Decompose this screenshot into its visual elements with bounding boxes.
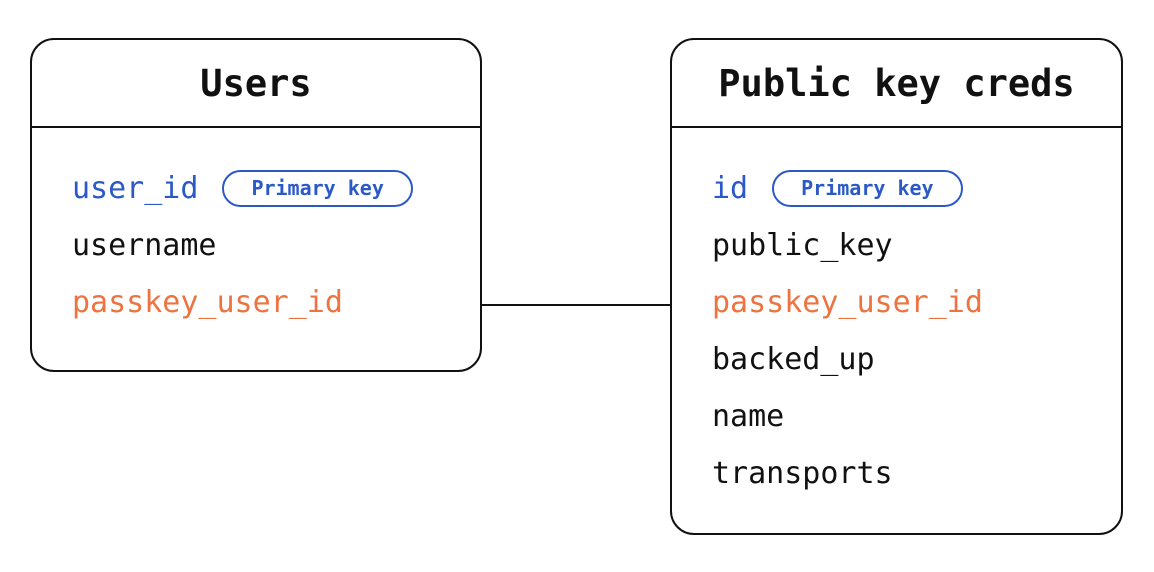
public-key-creds-table-title: Public key creds [718, 61, 1075, 105]
field-name: user_id [72, 171, 199, 206]
field-row-username: username [32, 217, 480, 274]
public-key-creds-table-header: Public key creds [672, 40, 1121, 128]
public-key-creds-table-body: id Primary key public_key passkey_user_i… [672, 128, 1121, 502]
primary-key-badge: Primary key [222, 170, 413, 207]
field-name: id [712, 171, 749, 206]
users-table-title: Users [200, 61, 312, 105]
field-row-user-id: user_id Primary key [32, 160, 480, 217]
users-table-header: Users [32, 40, 480, 128]
field-name: passkey_user_id [712, 285, 983, 320]
field-name: backed_up [712, 342, 875, 377]
field-row-passkey-user-id: passkey_user_id [32, 274, 480, 331]
users-table-body: user_id Primary key username passkey_use… [32, 128, 480, 331]
field-name: public_key [712, 228, 893, 263]
field-row-passkey-user-id: passkey_user_id [672, 274, 1121, 331]
field-row-transports: transports [672, 445, 1121, 502]
field-row-id: id Primary key [672, 160, 1121, 217]
field-name: transports [712, 456, 893, 491]
field-name: username [72, 228, 217, 263]
relationship-line [482, 304, 670, 306]
field-name: name [712, 399, 785, 434]
public-key-creds-table: Public key creds id Primary key public_k… [670, 38, 1123, 535]
users-table: Users user_id Primary key username passk… [30, 38, 482, 372]
primary-key-badge: Primary key [772, 170, 963, 207]
field-row-public-key: public_key [672, 217, 1121, 274]
field-row-name: name [672, 388, 1121, 445]
field-name: passkey_user_id [72, 285, 343, 320]
field-row-backed-up: backed_up [672, 331, 1121, 388]
